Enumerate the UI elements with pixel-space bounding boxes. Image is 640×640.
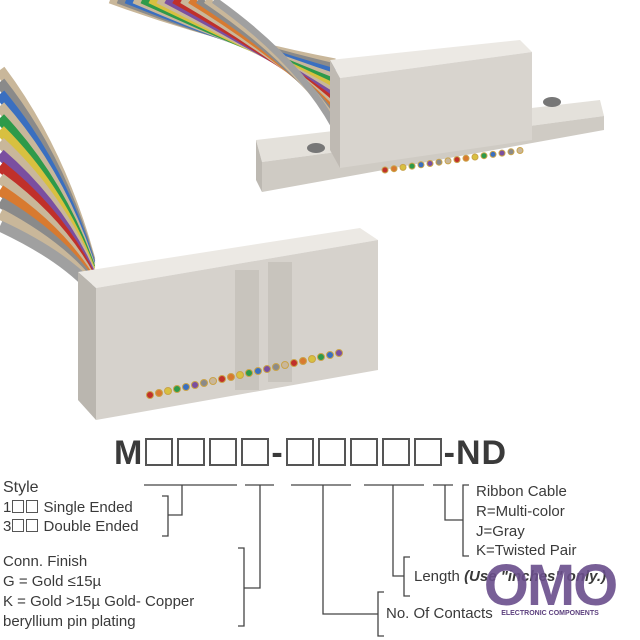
part-number-separator: - [271, 434, 284, 472]
part-number: M - -ND [114, 434, 507, 473]
style-option-3: 3 Double Ended [3, 518, 139, 536]
pin [182, 383, 190, 391]
logo-subtitle: ELECTRONIC COMPONENTS [501, 610, 599, 617]
conn-finish-g: G = Gold ≤15µ [3, 573, 102, 590]
ribbon-option-r: R=Multi-color [476, 503, 565, 520]
style-label: Single Ended [43, 499, 133, 516]
pin [164, 387, 172, 395]
pin [254, 367, 262, 375]
ribbon-cable-top [108, 0, 339, 129]
pin [498, 149, 506, 157]
style-title: Style [3, 479, 39, 496]
right-connector [256, 40, 604, 192]
ribbon-title: Ribbon Cable [476, 483, 567, 500]
part-number-prefix: M [114, 434, 144, 472]
pin [471, 153, 479, 161]
pin [516, 147, 524, 154]
pin [489, 150, 497, 158]
omo-logo: OMO ELECTRONIC COMPONENTS [480, 553, 620, 624]
pin [191, 381, 199, 389]
pin [299, 357, 307, 365]
pin [381, 166, 389, 174]
conn-finish-title: Conn. Finish [3, 553, 88, 570]
pin [290, 359, 298, 367]
pin [281, 361, 289, 369]
pin [390, 165, 398, 173]
length-text: Length [414, 568, 460, 585]
pin [417, 161, 425, 169]
ribbon-cable-left [0, 66, 96, 290]
pin [426, 160, 434, 167]
pin [272, 363, 280, 371]
pin [209, 377, 217, 385]
pin [462, 154, 470, 162]
pin [317, 353, 325, 361]
pin [444, 157, 452, 165]
pin [453, 156, 461, 164]
pin [173, 385, 181, 393]
pin [155, 389, 163, 397]
pin [227, 373, 235, 381]
contact-pins [146, 147, 524, 399]
pin [335, 349, 343, 357]
style-code: 3 [3, 518, 12, 535]
pin [480, 152, 488, 160]
left-connector [78, 228, 378, 420]
length-label: Length (Use "inches" only.) [414, 568, 606, 586]
pin [326, 351, 334, 359]
pin [399, 163, 407, 171]
pin [245, 369, 253, 377]
style-option-1: 1 Single Ended [3, 499, 133, 517]
pin [308, 355, 316, 363]
ribbon-cable-assembly-illustration [0, 0, 604, 420]
ribbon-option-k: K=Twisted Pair [476, 542, 577, 559]
pin [408, 162, 416, 170]
pin [507, 148, 515, 156]
pin [146, 391, 154, 399]
pin [236, 371, 244, 379]
pin [218, 375, 226, 383]
logo-text: OMO [483, 553, 619, 618]
style-label: Double Ended [43, 518, 139, 535]
conn-finish-note: beryllium pin plating [3, 613, 136, 630]
ribbon-option-j: J=Gray [476, 523, 525, 540]
conn-finish-k: K = Gold >15µ Gold- Copper [3, 593, 195, 610]
length-note: (Use "inches" only.) [464, 568, 607, 585]
pin [435, 158, 443, 166]
pin [263, 365, 271, 373]
contacts-label: No. Of Contacts [386, 605, 493, 622]
part-number-suffix: -ND [443, 434, 508, 472]
style-code: 1 [3, 499, 12, 516]
wire [211, 0, 339, 129]
pin [200, 379, 208, 387]
